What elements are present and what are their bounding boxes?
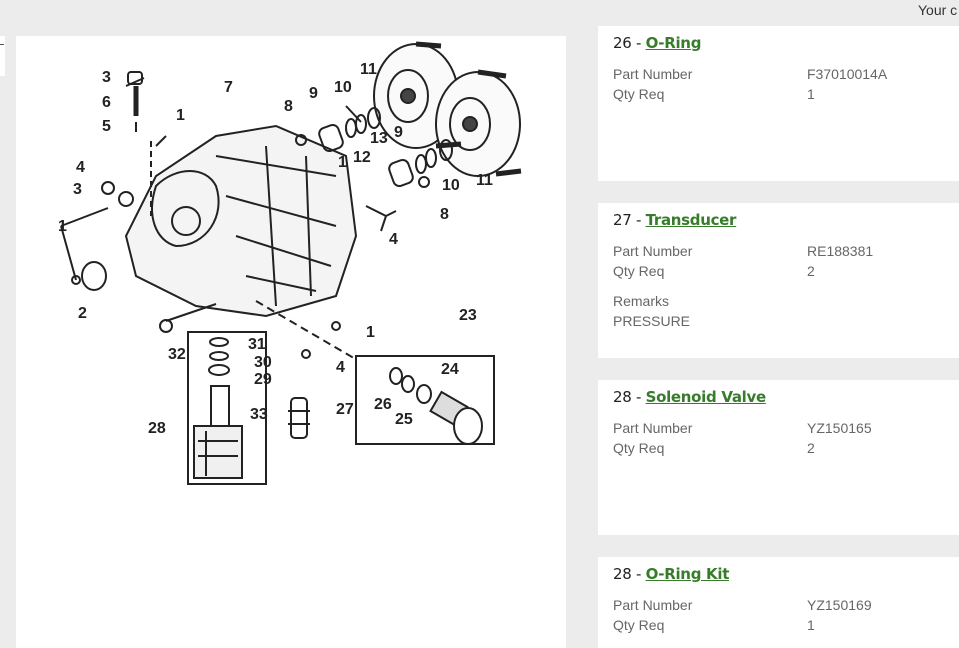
callout-10: 10 bbox=[334, 79, 352, 96]
callout-4: 4 bbox=[336, 359, 345, 376]
qty-value: 2 bbox=[807, 440, 815, 456]
part-ref: 26 bbox=[613, 34, 632, 52]
part-number-value: YZ150169 bbox=[807, 597, 872, 613]
callout-23: 23 bbox=[459, 307, 477, 324]
callout-33: 33 bbox=[250, 406, 268, 423]
part-card-o-ring: 26 - O-Ring Part Number F37010014A Qty R… bbox=[598, 26, 959, 181]
callout-26: 26 bbox=[374, 396, 392, 413]
callout-11: 11 bbox=[476, 172, 493, 189]
callout-2: 2 bbox=[78, 305, 87, 322]
callout-8: 8 bbox=[440, 206, 449, 223]
callout-28: 28 bbox=[148, 420, 166, 437]
top-bar: Your c bbox=[0, 0, 959, 26]
callout-7: 7 bbox=[224, 79, 233, 96]
callout-3: 3 bbox=[73, 181, 82, 198]
part-ref: 28 bbox=[613, 388, 632, 406]
part-number-label: Part Number bbox=[613, 597, 693, 613]
callout-10: 10 bbox=[442, 177, 460, 194]
callout-11: 11 bbox=[360, 61, 377, 78]
header-text: Your c bbox=[918, 2, 958, 18]
callout-31: 31 bbox=[248, 336, 266, 353]
part-name-link[interactable]: O-Ring Kit bbox=[645, 565, 730, 583]
part-name-link[interactable]: Solenoid Valve bbox=[645, 388, 767, 406]
title-separator: - bbox=[631, 211, 646, 229]
part-title: 28 - O-Ring Kit bbox=[613, 565, 729, 583]
callout-13: 13 bbox=[370, 130, 388, 147]
title-separator: - bbox=[631, 388, 646, 406]
title-separator: - bbox=[631, 565, 646, 583]
callout-25: 25 bbox=[395, 411, 413, 428]
qty-value: 1 bbox=[807, 617, 815, 633]
part-name-link[interactable]: O-Ring bbox=[645, 34, 702, 52]
callout-12: 12 bbox=[353, 149, 371, 166]
part-card-transducer: 27 - Transducer Part Number RE188381 Qty… bbox=[598, 203, 959, 358]
part-number-value: F37010014A bbox=[807, 66, 888, 82]
part-number-label: Part Number bbox=[613, 420, 693, 436]
qty-label: Qty Req bbox=[613, 440, 665, 456]
left-panel-edge bbox=[0, 36, 5, 76]
qty-label: Qty Req bbox=[613, 617, 665, 633]
part-title: 27 - Transducer bbox=[613, 211, 736, 229]
callout-6: 6 bbox=[102, 94, 111, 111]
title-separator: - bbox=[631, 34, 646, 52]
part-number-value: RE188381 bbox=[807, 243, 874, 259]
qty-label: Qty Req bbox=[613, 263, 665, 279]
remarks-label: Remarks bbox=[613, 293, 670, 309]
part-number-value: YZ150165 bbox=[807, 420, 872, 436]
part-title: 28 - Solenoid Valve bbox=[613, 388, 766, 406]
part-ref: 27 bbox=[613, 211, 632, 229]
callout-1: 1 bbox=[338, 154, 347, 171]
callout-9: 9 bbox=[394, 124, 403, 141]
part-number-label: Part Number bbox=[613, 243, 693, 259]
callout-30: 30 bbox=[254, 354, 272, 371]
part-card-solenoid-valve: 28 - Solenoid Valve Part Number YZ150165… bbox=[598, 380, 959, 535]
part-card-o-ring-kit: 28 - O-Ring Kit Part Number YZ150169 Qty… bbox=[598, 557, 959, 648]
part-name-link[interactable]: Transducer bbox=[645, 211, 737, 229]
qty-label: Qty Req bbox=[613, 86, 665, 102]
part-ref: 28 bbox=[613, 565, 632, 583]
callout-1: 1 bbox=[58, 218, 67, 235]
callout-3: 3 bbox=[102, 69, 111, 86]
remarks-value: PRESSURE bbox=[613, 313, 691, 329]
part-title: 26 - O-Ring bbox=[613, 34, 701, 52]
callout-24: 24 bbox=[441, 361, 459, 378]
qty-value: 1 bbox=[807, 86, 815, 102]
callout-5: 5 bbox=[102, 118, 111, 135]
callout-27: 27 bbox=[336, 401, 354, 418]
callout-4: 4 bbox=[76, 159, 85, 176]
callout-32: 32 bbox=[168, 346, 186, 363]
callout-4: 4 bbox=[389, 231, 398, 248]
callout-1: 1 bbox=[176, 107, 185, 124]
callout-29: 29 bbox=[254, 371, 272, 388]
callout-1: 1 bbox=[366, 324, 375, 341]
qty-value: 2 bbox=[807, 263, 815, 279]
callout-8: 8 bbox=[284, 98, 293, 115]
callout-9: 9 bbox=[309, 85, 318, 102]
part-number-label: Part Number bbox=[613, 66, 693, 82]
